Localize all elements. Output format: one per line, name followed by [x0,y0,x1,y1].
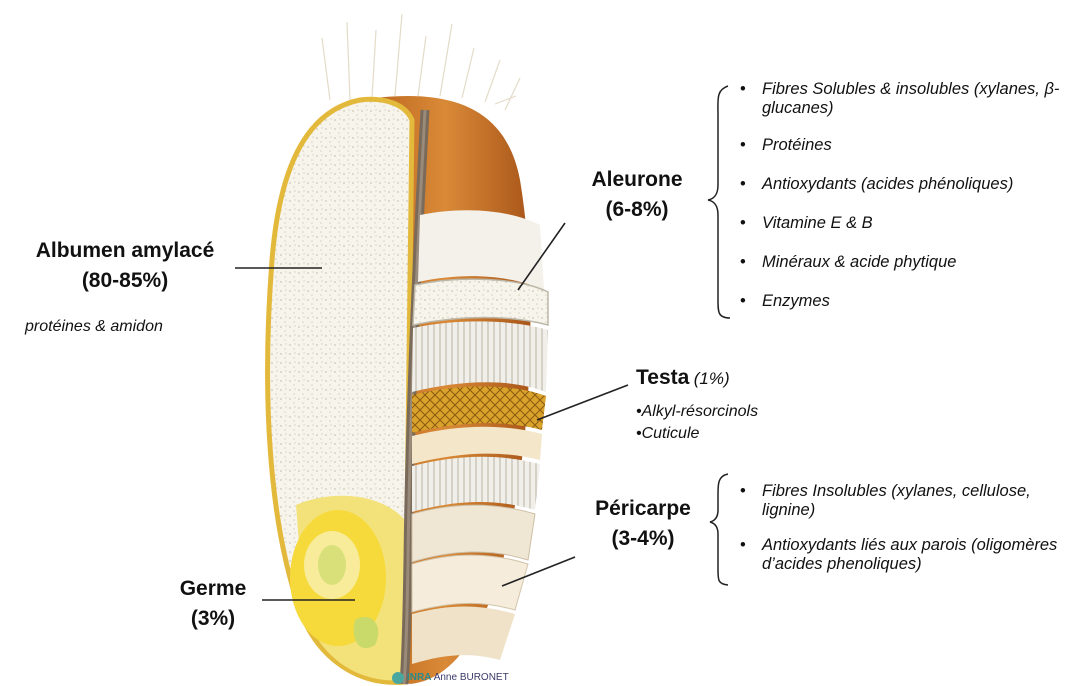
albumen-label: Albumen amylacé (80-85%) [10,236,240,297]
testa-item: •Cuticule [636,423,758,445]
germ-section [290,496,405,681]
testa-name: Testa [636,366,689,389]
pericarpe-list: Fibres Insolubles (xylanes, cellulose, l… [736,482,1076,574]
pericarpe-brace [710,474,728,585]
braces [708,86,730,585]
aleurone-item: Fibres Solubles & insolubles (xylanes, β… [736,80,1084,118]
testa-list: •Alkyl-résorcinols •Cuticule [636,401,758,446]
aleurone-item: Enzymes [736,292,1084,311]
germe-label: Germe (3%) [158,574,268,635]
pericarpe-percent: (3-4%) [580,524,706,554]
testa-item: •Alkyl-résorcinols [636,401,758,423]
aleurone-item: Protéines [736,136,1084,155]
testa-label: Testa (1%) [636,366,730,390]
pericarpe-name: Péricarpe [580,494,706,524]
inra-logo-icon [392,672,404,684]
aleurone-item: Minéraux & acide phytique [736,253,1084,272]
germe-name: Germe [158,574,268,604]
pericarpe-item: Fibres Insolubles (xylanes, cellulose, l… [736,482,1076,520]
germe-percent: (3%) [158,604,268,634]
aleurone-name: Aleurone [578,165,696,195]
aleurone-item: Antioxydants (acides phénoliques) [736,175,1084,194]
albumen-percent: (80-85%) [10,266,240,296]
aleurone-band [413,279,548,325]
pericarpe-label: Péricarpe (3-4%) [580,494,706,555]
albumen-detail: protéines & amidon [25,318,163,336]
image-credit: INRA Anne BURONET [407,672,509,683]
credit-logo-text: INRA [407,672,431,683]
credit-author: Anne BURONET [434,672,509,683]
albumen-name: Albumen amylacé [10,236,240,266]
testa-leader [537,385,628,420]
aleurone-percent: (6-8%) [578,195,696,225]
aleurone-brace [708,86,730,318]
aleurone-label: Aleurone (6-8%) [578,165,696,226]
testa-percent: (1%) [694,369,730,388]
pericarpe-item: Antioxydants liés aux parois (oligomères… [736,536,1076,574]
pericarp-band-3 [412,555,528,612]
brush-hairs [322,14,520,110]
aleurone-list: Fibres Solubles & insolubles (xylanes, β… [736,80,1084,311]
aleurone-item: Vitamine E & B [736,214,1084,233]
